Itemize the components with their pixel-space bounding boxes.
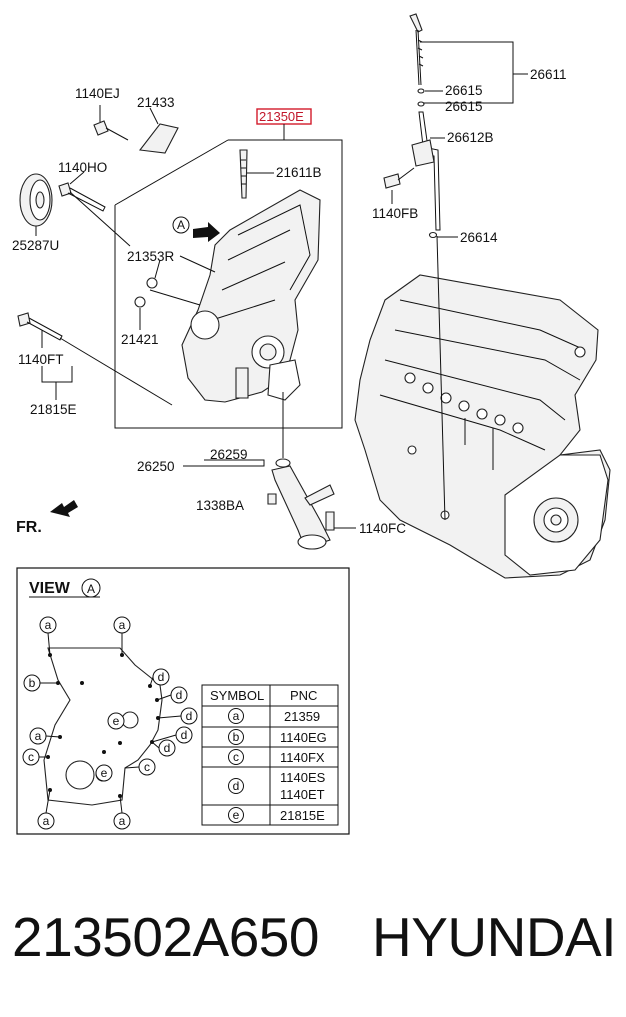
label-26250: 26250	[137, 459, 175, 474]
label-1140FB: 1140FB	[372, 206, 418, 221]
svg-text:d: d	[164, 741, 171, 755]
svg-text:c: c	[28, 750, 34, 764]
pulley-25287U	[19, 173, 53, 236]
label-21611B: 21611B	[276, 165, 322, 180]
label-26614: 26614	[460, 230, 498, 245]
table-header-symbol: SYMBOL	[210, 688, 264, 703]
parts-diagram: A 21350E	[12, 13, 611, 835]
oil-level-gauge	[383, 13, 446, 521]
label-1140FC: 1140FC	[359, 521, 406, 536]
label-21433: 21433	[137, 95, 175, 110]
table-row-d-pnc-1: 1140ES	[280, 770, 326, 785]
table-row-d-pnc-2: 1140ET	[280, 787, 325, 802]
product-footer: 213502A650 HYUNDAI	[0, 905, 626, 975]
callout-b: b	[23, 674, 41, 692]
label-21350E: 21350E	[259, 109, 304, 124]
svg-text:e: e	[113, 714, 120, 728]
table-row-e-pnc: 21815E	[280, 808, 325, 823]
bolt-1140EJ	[93, 105, 129, 141]
svg-text:a: a	[233, 709, 240, 723]
label-1338BA: 1338BA	[196, 498, 244, 513]
label-26611: 26611	[530, 67, 567, 82]
svg-text:c: c	[144, 760, 150, 774]
svg-text:d: d	[186, 709, 193, 723]
table-header-pnc: PNC	[290, 688, 317, 703]
view-panel-letter: A	[87, 582, 95, 596]
timing-chain-cover: A	[172, 149, 321, 403]
svg-text:d: d	[176, 688, 183, 702]
callout-a: a a a a a	[29, 616, 131, 830]
view-a-panel: VIEW A a a a a a b	[16, 567, 350, 835]
svg-text:a: a	[35, 729, 42, 743]
view-panel-title: VIEW	[29, 580, 71, 597]
svg-text:e: e	[101, 766, 108, 780]
view-a-marker: A	[177, 218, 185, 232]
symbol-table: SYMBOL PNC a 21359 b 1140EG c 1140FX d 1…	[201, 684, 339, 826]
svg-text:d: d	[158, 670, 165, 684]
bolt-1140HO	[58, 171, 131, 247]
label-26615-b: 26615	[445, 99, 483, 114]
label-26615-a: 26615	[445, 83, 483, 98]
svg-text:b: b	[233, 730, 240, 744]
svg-text:a: a	[43, 814, 50, 828]
brand-name: HYUNDAI	[372, 906, 617, 968]
part-number: 213502A650	[12, 906, 319, 968]
gasket-21433	[138, 107, 179, 154]
svg-text:d: d	[181, 728, 188, 742]
label-25287U: 25287U	[12, 238, 59, 253]
highlight-21350E: 21350E	[256, 108, 312, 140]
label-1140FT: 1140FT	[18, 352, 64, 367]
oil-strainer	[183, 392, 356, 550]
table-row-b-pnc: 1140EG	[280, 730, 327, 745]
o-ring-21421	[134, 296, 146, 308]
svg-text:a: a	[119, 814, 126, 828]
callout-e: e e	[95, 712, 125, 782]
label-21353R: 21353R	[127, 249, 175, 264]
front-indicator: FR.	[16, 500, 78, 536]
bolt-1140FT	[17, 312, 173, 406]
label-26612B: 26612B	[447, 130, 494, 145]
table-row-c-pnc: 1140FX	[280, 750, 325, 765]
label-21815E: 21815E	[30, 402, 77, 417]
svg-text:b: b	[29, 676, 36, 690]
label-26259: 26259	[210, 447, 248, 462]
svg-text:a: a	[45, 618, 52, 632]
label-fr: FR.	[16, 519, 42, 536]
label-1140EJ: 1140EJ	[75, 86, 120, 101]
svg-text:e: e	[233, 808, 240, 822]
seal-21353R	[146, 277, 158, 289]
assembly-bracket	[114, 139, 343, 429]
label-21421: 21421	[121, 332, 159, 347]
label-1140HO: 1140HO	[58, 160, 107, 175]
svg-text:a: a	[119, 618, 126, 632]
table-row-a-pnc: 21359	[284, 709, 320, 724]
svg-text:c: c	[233, 750, 239, 764]
engine-block	[354, 274, 611, 579]
svg-text:d: d	[233, 779, 240, 793]
